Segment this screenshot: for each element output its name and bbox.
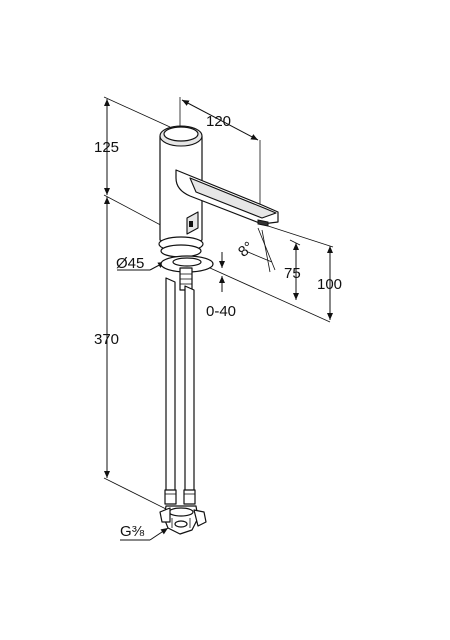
sensor-icon [189, 221, 193, 227]
dim-body-diameter: Ø45 [116, 255, 144, 272]
dim-spout-angle: 8° [235, 238, 257, 260]
dim-spout-projection: 120 [206, 113, 231, 130]
spout-outlet [257, 219, 269, 227]
dimension-labels: 120 125 Ø45 8° 75 100 0-40 370 G⅜ [94, 113, 342, 540]
dim-deck-thickness: 0-40 [206, 303, 236, 320]
dim-outlet-height: 75 [284, 265, 301, 282]
dim-height-above-deck: 125 [94, 139, 119, 156]
supply-hoses [164, 277, 196, 505]
dim-hose-length: 370 [94, 331, 119, 348]
supply-connector [159, 505, 207, 535]
dim-overall-height: 100 [317, 276, 342, 293]
dimension-lines [104, 99, 333, 541]
dim-connection-thread: G⅜ [120, 523, 145, 540]
faucet-body [158, 125, 279, 291]
extension-lines [103, 96, 334, 513]
